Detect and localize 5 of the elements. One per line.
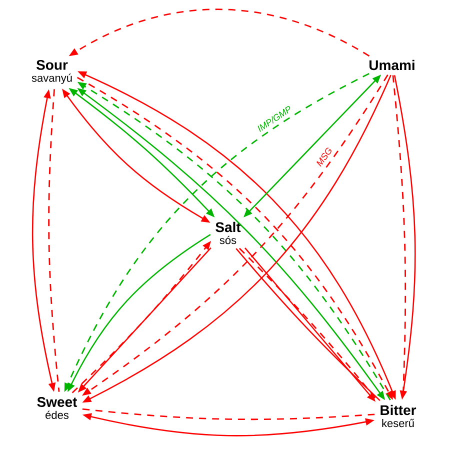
taste-label: Sour savanyú — [32, 60, 72, 84]
taste-label: Umami — [370, 60, 414, 70]
taste-label: Sweet édes — [37, 397, 78, 419]
taste-label: Salt sós — [216, 222, 241, 244]
taste-label: Bitter keserű — [380, 404, 416, 428]
